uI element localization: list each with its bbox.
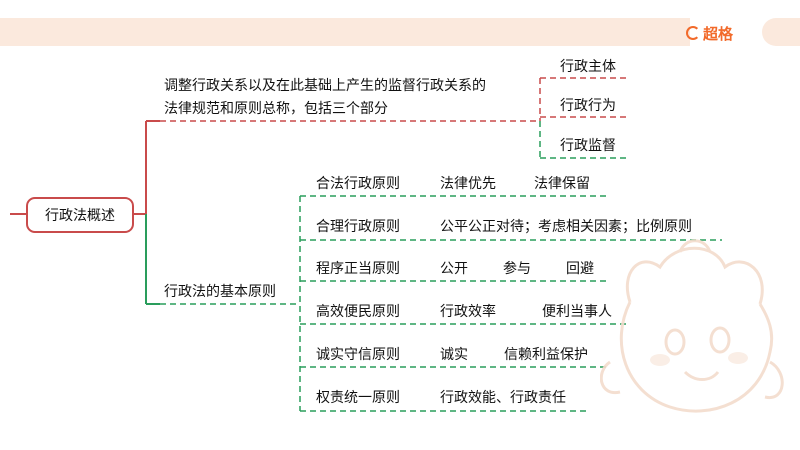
principle-name-5: 诚实守信原则 xyxy=(316,347,400,363)
header-band xyxy=(0,18,690,46)
part-supervision: 行政监督 xyxy=(560,138,616,154)
principle-name-4: 高效便民原则 xyxy=(316,304,400,320)
mascot-illustration xyxy=(600,239,784,413)
header-band-right xyxy=(762,18,800,46)
logo-text: 超格 xyxy=(703,24,734,43)
principle-item-1-1: 法律优先 xyxy=(440,176,496,192)
principle-item-3-2: 参与 xyxy=(503,261,531,277)
principle-name-6: 权责统一原则 xyxy=(316,390,400,406)
part-subject: 行政主体 xyxy=(560,59,616,75)
principle-item-3-3: 回避 xyxy=(566,261,594,277)
principle-name-2: 合理行政原则 xyxy=(316,219,400,235)
principle-name-3: 程序正当原则 xyxy=(316,261,400,277)
principle-item-2-1: 公平公正对待；考虑相关因素；比例原则 xyxy=(440,219,692,235)
logo-icon xyxy=(686,26,700,40)
principle-item-4-1: 行政效率 xyxy=(440,304,496,320)
principle-item-1-2: 法律保留 xyxy=(534,176,590,192)
principle-item-5-2: 信赖利益保护 xyxy=(504,347,588,363)
principle-item-4-2: 便利当事人 xyxy=(542,304,612,320)
principle-name-1: 合法行政原则 xyxy=(316,176,400,192)
principle-item-3-1: 公开 xyxy=(440,261,468,277)
root-node: 行政法概述 xyxy=(26,197,134,233)
principle-item-5-1: 诚实 xyxy=(440,347,468,363)
principle-item-6-1: 行政效能、行政责任 xyxy=(440,390,566,406)
branch1-definition-line2: 法律规范和原则总称，包括三个部分 xyxy=(164,101,388,117)
branch1-definition-line1: 调整行政关系以及在此基础上产生的监督行政关系的 xyxy=(164,78,486,94)
branch2-label: 行政法的基本原则 xyxy=(164,284,276,300)
part-action: 行政行为 xyxy=(560,98,616,114)
brand-logo: 超格 xyxy=(686,22,733,44)
